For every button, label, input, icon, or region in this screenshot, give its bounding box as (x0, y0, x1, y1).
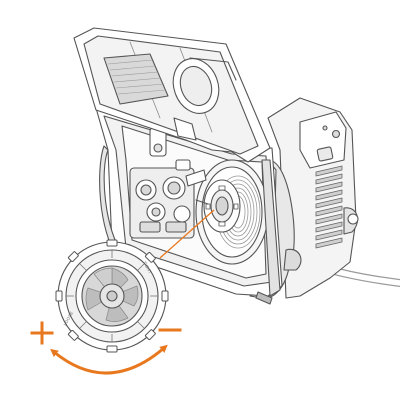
open-lid (73, 27, 271, 163)
wire-spool (195, 159, 269, 265)
callout-line (159, 209, 215, 259)
spool-brake-knob (55, 239, 169, 353)
knob-label-loose: LOOSE (62, 310, 74, 326)
ventilation-grille (315, 165, 343, 249)
welding-machine (73, 27, 400, 305)
control-panel (299, 111, 347, 169)
curved-double-arrow-icon (50, 344, 168, 375)
wire-feed-mechanism (129, 159, 207, 239)
knob-label-tight: TIGHT (142, 260, 153, 275)
plus-icon (30, 321, 54, 345)
